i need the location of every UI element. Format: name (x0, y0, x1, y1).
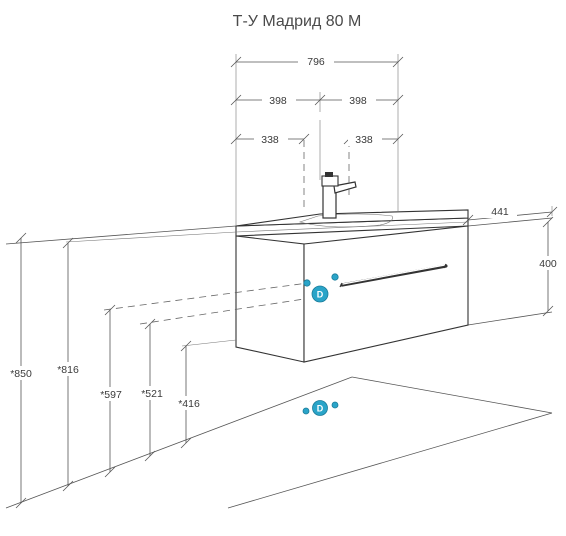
dim-depth: 441 (491, 206, 509, 218)
floor-water-right-icon (331, 401, 339, 409)
dim-half-right: 398 (349, 95, 367, 107)
basin-top (235, 209, 469, 228)
floor-drain-letter: D (317, 404, 324, 414)
dim-inner-left: 338 (261, 134, 279, 146)
dim-height-drain: *416 (178, 398, 200, 410)
floor-outline (5, 376, 553, 509)
drawer-handle (339, 263, 448, 288)
dim-overall-width: 796 (307, 56, 325, 68)
dim-inner-right: 338 (355, 134, 373, 146)
water-inlet-right-icon (331, 273, 339, 281)
dim-height-water-hot: *597 (100, 389, 122, 401)
drawing-title: Т-У Мадрид 80 М (233, 13, 362, 30)
wall-connections: D (303, 273, 339, 303)
water-inlet-left-icon (303, 279, 311, 287)
dim-height-cabinet-bottom: *816 (57, 364, 79, 376)
dim-height-top: *850 (10, 368, 32, 380)
dim-half-left: 398 (269, 95, 287, 107)
vanity-cabinet (235, 217, 469, 363)
faucet (321, 172, 357, 219)
drain-letter: D (317, 290, 324, 300)
floor-drain-icon (312, 400, 328, 416)
dim-cabinet-height: 400 (539, 258, 557, 270)
drain-outlet-icon (311, 285, 329, 303)
floor-water-left-icon (302, 407, 310, 415)
wall-outline (5, 217, 553, 326)
dim-height-water-cold: *521 (141, 388, 163, 400)
floor-connections: D (302, 400, 339, 416)
